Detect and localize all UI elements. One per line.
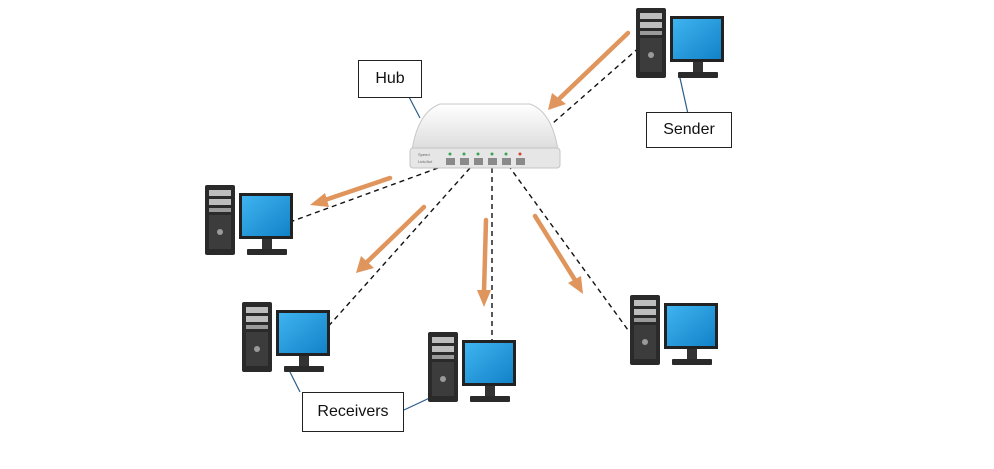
- arrow-sender-to-hub: [548, 30, 631, 110]
- flow-arrows: [310, 30, 631, 307]
- receivers-label: Receivers: [302, 392, 404, 432]
- link-receiver-mid-left: [324, 167, 471, 331]
- arrow-hub-to-mid: [477, 217, 491, 307]
- hub-device: Speed Link/Act: [409, 103, 561, 169]
- hub-port-label-link: Link/Act: [418, 159, 433, 164]
- hub-ports: Speed Link/Act: [418, 152, 525, 165]
- receiver-computer-mid: [428, 332, 516, 402]
- sender-label: Sender: [646, 112, 732, 148]
- arrow-hub-to-left: [310, 175, 393, 207]
- receiver-computer-right: [630, 295, 718, 365]
- receiver-computer-mid-left: [242, 302, 330, 372]
- hub-port-label-speed: Speed: [418, 152, 430, 157]
- hub-label-text: Hub: [375, 70, 405, 87]
- arrow-hub-to-mid-left: [356, 204, 427, 273]
- hub-label: Hub: [358, 60, 422, 98]
- link-receiver-right: [507, 164, 629, 331]
- receiver-computer-left: [205, 185, 293, 255]
- receivers-label-text: Receivers: [317, 403, 389, 420]
- arrow-hub-to-right: [532, 213, 583, 294]
- sender-computer: [636, 8, 724, 78]
- sender-label-text: Sender: [663, 121, 715, 138]
